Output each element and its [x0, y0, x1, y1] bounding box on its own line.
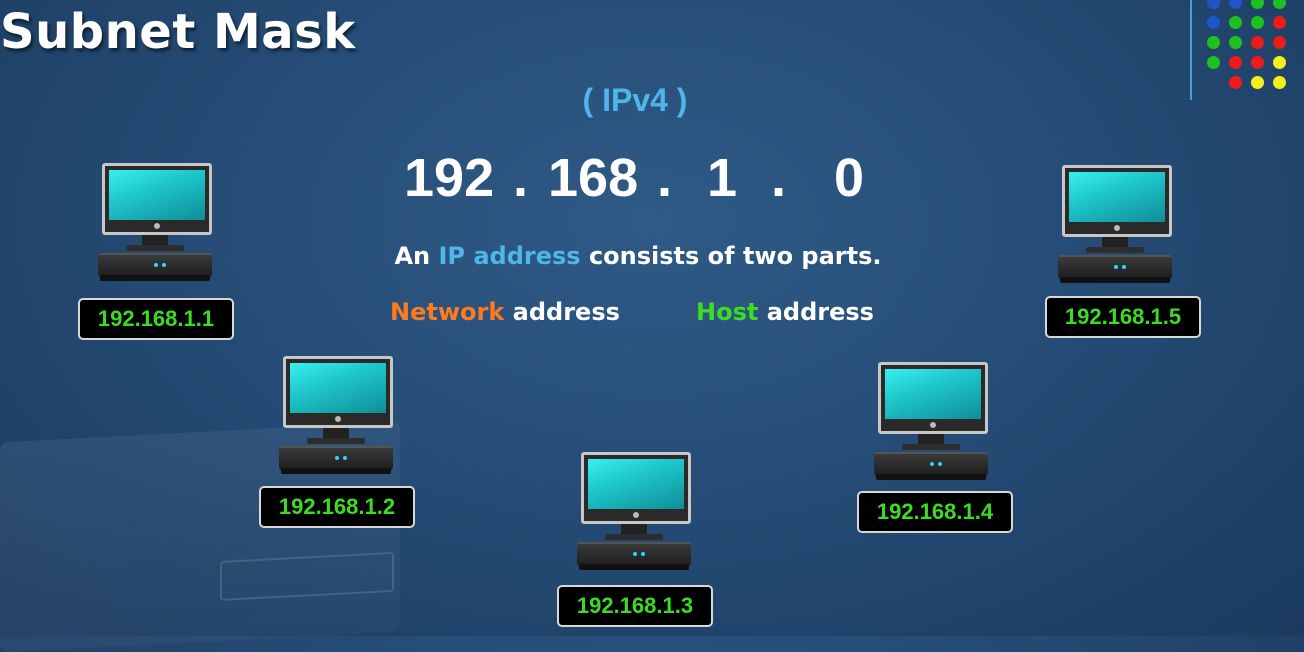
computer-icon — [577, 452, 697, 577]
computer-icon — [279, 356, 399, 481]
host-rest: address — [758, 298, 874, 326]
grid-dot — [1273, 0, 1286, 9]
computer-icon — [98, 163, 218, 288]
network-address-label: Network address — [390, 298, 620, 326]
grid-dot — [1229, 36, 1242, 49]
grid-dot — [1207, 36, 1220, 49]
grid-dot — [1251, 16, 1264, 29]
host-ip-label-4: 192.168.1.4 — [857, 491, 1013, 533]
ip-octet-2: 168 — [548, 148, 639, 208]
grid-dot — [1229, 56, 1242, 69]
grid-dot — [1251, 36, 1264, 49]
grid-dot — [1207, 0, 1220, 9]
sentence-highlight: IP address — [438, 242, 581, 270]
network-rest: address — [504, 298, 620, 326]
ip-address-display: 192 . 168 . 1 . 0 — [0, 145, 1304, 211]
host-ip-label-2: 192.168.1.2 — [259, 486, 415, 528]
grid-dot — [1229, 76, 1242, 89]
grid-dot — [1251, 56, 1264, 69]
ip-octet-4: 0 — [834, 148, 865, 208]
decorative-line — [1190, 0, 1192, 100]
sentence-end: consists of two parts. — [580, 242, 882, 270]
ip-dot-2: . — [657, 148, 673, 208]
grid-dot — [1229, 0, 1242, 9]
host-ip-label-5: 192.168.1.5 — [1045, 296, 1201, 338]
ip-dot-1: . — [513, 148, 529, 208]
grid-dot — [1273, 56, 1286, 69]
grid-dot — [1273, 76, 1286, 89]
grid-dot — [1229, 16, 1242, 29]
ip-octet-1: 192 — [404, 148, 495, 208]
page-title: Subnet Mask — [0, 4, 356, 60]
grid-dot — [1207, 16, 1220, 29]
host-highlight: Host — [696, 298, 759, 326]
computer-icon — [1058, 165, 1178, 290]
grid-dot — [1251, 76, 1264, 89]
grid-dot — [1207, 56, 1220, 69]
grid-dot — [1273, 16, 1286, 29]
ip-octet-3: 1 — [707, 148, 738, 208]
host-ip-label-1: 192.168.1.1 — [78, 298, 234, 340]
host-address-label: Host address — [696, 298, 874, 326]
router-ports — [220, 551, 394, 601]
ip-version-label: ( IPv4 ) — [582, 82, 688, 118]
explanation-sentence: An IP address consists of two parts. — [0, 242, 1276, 270]
ip-dot-3: . — [771, 148, 787, 208]
grid-dot — [1273, 36, 1286, 49]
sentence-start: An — [394, 242, 439, 270]
computer-icon — [874, 362, 994, 487]
grid-dot — [1251, 0, 1264, 9]
host-ip-label-3: 192.168.1.3 — [557, 585, 713, 627]
network-highlight: Network — [390, 298, 505, 326]
